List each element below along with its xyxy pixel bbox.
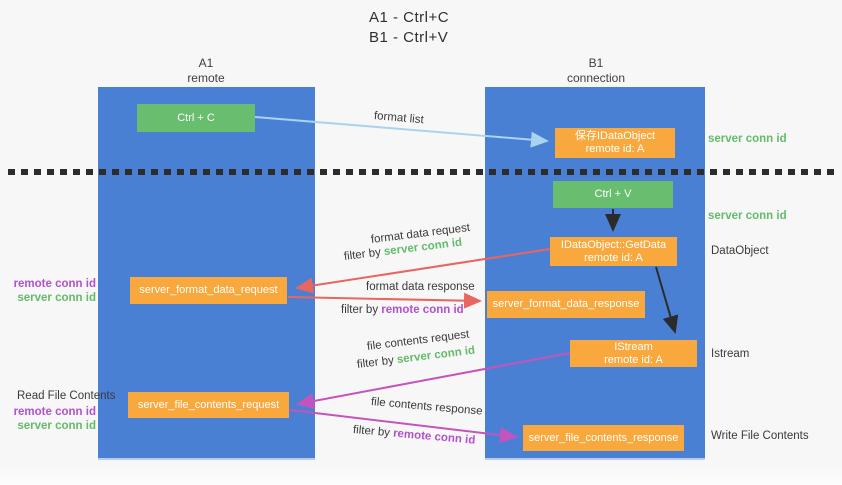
node-istream: IStream remote id: A: [570, 340, 697, 367]
node-getdata-line1: IDataObject::GetData: [560, 238, 667, 251]
label-format-list: format list: [373, 110, 425, 127]
node-ctrl-v-label: Ctrl + V: [594, 188, 632, 200]
title-line-b1: B1 - Ctrl+V: [369, 29, 449, 46]
label-file-contents-response: file contents response: [370, 396, 483, 418]
arrow-format-data-response: [287, 292, 482, 309]
bottom-fade: [0, 467, 842, 485]
remote-conn-id-text: remote conn id: [381, 304, 464, 316]
filter-prefix: filter by: [343, 246, 385, 263]
node-server-format-data-response: server_format_data_response: [487, 291, 645, 318]
node-format-data-response-label: server_format_data_response: [492, 298, 640, 310]
label-istream: Istream: [711, 348, 750, 360]
node-save-idataobject-line1: 保存IDataObject: [574, 130, 656, 142]
node-server-format-data-request: server_format_data_request: [130, 277, 287, 304]
label-filter-remote-conn-id-1: filter by remote conn id: [341, 304, 464, 316]
lane-header-b1-connection: B1 connection: [541, 56, 651, 86]
lane-header-connection: connection: [566, 71, 626, 85]
node-idataobject-getdata: IDataObject::GetData remote id: A: [550, 237, 677, 266]
node-ctrl-c: Ctrl + C: [137, 104, 255, 132]
label-format-data-response: format data response: [366, 281, 475, 293]
node-server-file-contents-response: server_file_contents_response: [523, 425, 684, 451]
lane-header-b1: B1: [588, 56, 604, 70]
filter-prefix: filter by: [356, 354, 398, 371]
dotted-separator-line: [8, 169, 838, 175]
label-filter-remote-conn-id-2: filter by remote conn id: [352, 424, 475, 447]
title-line-a1: A1 - Ctrl+C: [369, 9, 450, 26]
node-ctrl-c-label: Ctrl + C: [177, 111, 215, 124]
label-dataobject: DataObject: [711, 245, 769, 257]
node-istream-line1: IStream: [614, 340, 653, 353]
remote-conn-id-text: remote conn id: [392, 427, 476, 447]
node-format-data-request-label: server_format_data_request: [139, 284, 278, 296]
filter-prefix: filter by: [341, 304, 382, 316]
node-file-contents-response-label: server_file_contents_response: [528, 431, 679, 444]
node-save-idataobject-line2: remote id: A: [585, 143, 645, 155]
lane-header-a1: A1: [198, 56, 214, 70]
node-ctrl-v: Ctrl + V: [553, 181, 673, 208]
node-file-contents-request-label: server_file_contents_request: [137, 398, 280, 411]
label-server-conn-id-left-bottom: server conn id: [17, 420, 96, 432]
label-read-file-contents: Read File Contents: [17, 390, 116, 402]
label-server-conn-id-left-top: server conn id: [17, 292, 96, 304]
label-remote-conn-id-left-bottom: remote conn id: [13, 406, 96, 418]
lane-header-a1-remote: A1 remote: [151, 56, 261, 86]
diagram-title: A1 - Ctrl+C B1 - Ctrl+V: [369, 8, 449, 48]
label-server-conn-id-right-top: server conn id: [708, 133, 787, 145]
label-server-conn-id-right-mid: server conn id: [708, 210, 787, 222]
label-remote-conn-id-left-top: remote conn id: [13, 278, 96, 290]
label-write-file-contents: Write File Contents: [711, 430, 809, 442]
node-istream-line2: remote id: A: [604, 353, 663, 366]
node-save-idataobject: 保存IDataObject remote id: A: [555, 128, 675, 158]
lane-header-remote: remote: [187, 71, 225, 85]
node-server-file-contents-request: server_file_contents_request: [128, 392, 289, 418]
node-getdata-line2: remote id: A: [584, 251, 643, 264]
filter-prefix: filter by: [352, 424, 394, 440]
